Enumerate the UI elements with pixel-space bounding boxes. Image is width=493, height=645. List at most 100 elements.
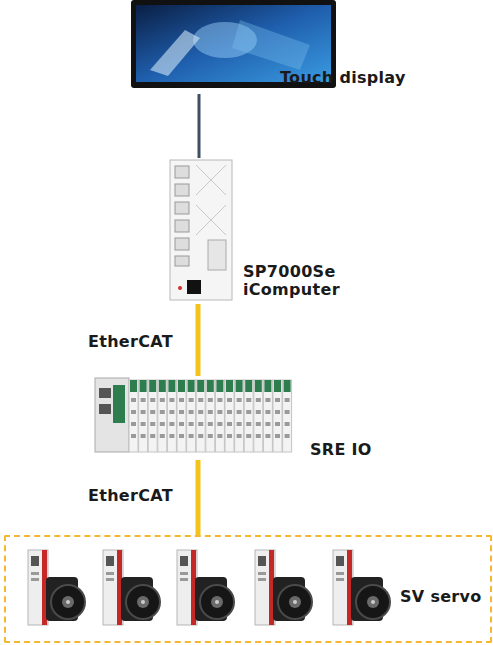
io-terminal	[150, 434, 155, 438]
io-terminal	[275, 422, 280, 426]
io-terminal	[217, 398, 222, 402]
vent	[208, 240, 226, 270]
io-terminal	[189, 422, 194, 426]
io-slice-top	[130, 380, 137, 392]
io-slice-top	[274, 380, 281, 392]
io-terminal	[208, 398, 213, 402]
io-terminal	[160, 410, 165, 414]
io-slice	[215, 380, 224, 452]
io-terminal	[256, 422, 261, 426]
io-terminal	[265, 434, 270, 438]
io-terminal	[275, 434, 280, 438]
housing-ribs	[196, 165, 226, 235]
io-slice-top	[216, 380, 223, 392]
io-terminal	[246, 422, 251, 426]
edge-label: EtherCAT	[88, 486, 173, 506]
node-label: SP7000Se iComputer	[243, 263, 351, 299]
io-slice-top	[207, 380, 214, 392]
io-terminal	[150, 422, 155, 426]
io-slice	[148, 380, 157, 452]
io-terminal	[198, 398, 203, 402]
controller-unit	[170, 160, 232, 300]
led	[178, 286, 182, 290]
robot-hand	[150, 30, 200, 76]
port	[175, 256, 189, 266]
io-terminal	[275, 410, 280, 414]
io-terminal	[141, 422, 146, 426]
io-slice	[235, 380, 244, 452]
io-head-panel	[113, 385, 125, 423]
io-terminal	[198, 422, 203, 426]
io-terminal	[179, 410, 184, 414]
edge-label: EtherCAT	[88, 332, 173, 352]
io-terminal	[285, 434, 290, 438]
io-slice	[167, 380, 176, 452]
io-terminal	[131, 398, 136, 402]
io-slice	[158, 380, 167, 452]
io-terminal	[237, 434, 242, 438]
io-terminal	[189, 410, 194, 414]
io-slice	[283, 380, 292, 452]
io-terminal	[208, 410, 213, 414]
io-slices	[129, 380, 292, 452]
io-slice	[273, 380, 282, 452]
io-terminal	[227, 422, 232, 426]
io-terminal	[285, 422, 290, 426]
io-slice-top	[226, 380, 233, 392]
io-terminal	[265, 410, 270, 414]
io-slice	[177, 380, 186, 452]
io-terminal	[169, 398, 174, 402]
io-slice-top	[140, 380, 147, 392]
io-terminal	[256, 398, 261, 402]
io-terminal	[169, 422, 174, 426]
io-terminal	[227, 434, 232, 438]
io-terminal	[285, 410, 290, 414]
io-terminal	[189, 434, 194, 438]
io-terminal	[227, 398, 232, 402]
io-slice-top	[149, 380, 156, 392]
io-terminal	[208, 422, 213, 426]
node-label: SV servo	[400, 588, 490, 606]
io-terminal	[131, 422, 136, 426]
io-slice	[263, 380, 272, 452]
io-terminal	[265, 422, 270, 426]
servo-drive	[103, 550, 160, 625]
port	[175, 202, 189, 214]
connector	[196, 304, 201, 376]
servo-drive	[333, 550, 390, 625]
io-slice	[254, 380, 263, 452]
display-node: Touch display	[130, 0, 420, 94]
io-terminal	[141, 398, 146, 402]
io-terminal	[131, 410, 136, 414]
io-slice	[225, 380, 234, 452]
servo-group: SV servo	[4, 535, 492, 643]
io-terminal	[179, 422, 184, 426]
io-terminal	[256, 410, 261, 414]
io-terminal	[237, 410, 242, 414]
servo-set	[28, 550, 390, 625]
connector	[196, 460, 201, 535]
screen-panel	[232, 20, 310, 70]
io-terminal	[265, 398, 270, 402]
io-terminal	[160, 398, 165, 402]
controller-node: SP7000Se iComputer	[168, 158, 353, 304]
io-slice-top	[188, 380, 195, 392]
io-slice-top	[197, 380, 204, 392]
io-slice	[244, 380, 253, 452]
io-slice-top	[168, 380, 175, 392]
io-slice-top	[255, 380, 262, 392]
io-slice	[196, 380, 205, 452]
io-terminal	[131, 434, 136, 438]
io-slice	[129, 380, 138, 452]
io-slice-top	[236, 380, 243, 392]
connector	[198, 94, 201, 158]
io-terminal	[275, 398, 280, 402]
io-terminal	[208, 434, 213, 438]
io-terminal	[189, 398, 194, 402]
io-slice	[206, 380, 215, 452]
io-slice-top	[284, 380, 291, 392]
io-terminal	[150, 398, 155, 402]
io-terminal	[256, 434, 261, 438]
io-terminal	[285, 398, 290, 402]
